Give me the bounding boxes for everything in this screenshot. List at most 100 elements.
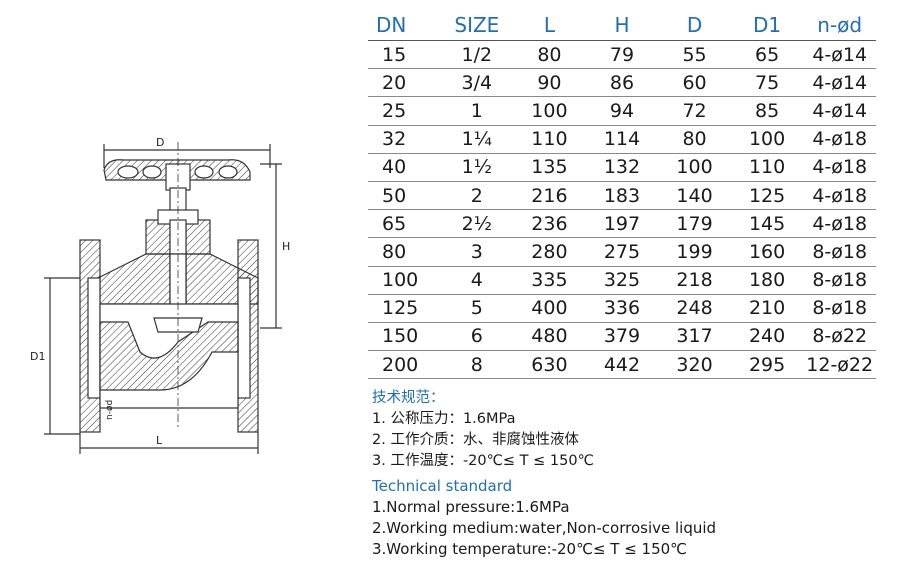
table-cell: 400	[513, 294, 586, 323]
table-cell: 3/4	[440, 68, 514, 98]
table-cell: 79	[585, 40, 659, 70]
table-cell: 50	[368, 181, 441, 211]
table-cell: 295	[730, 350, 804, 380]
table-cell: 100	[368, 266, 441, 295]
table-cell: 3	[440, 237, 514, 267]
notes-cn-title: 技术规范：	[372, 390, 445, 406]
table-cell: 40	[368, 153, 441, 182]
notes-cn-line: 3. 工作温度：-20℃≤ T ≤ 150℃	[372, 453, 594, 469]
col-header-l: L	[513, 10, 586, 41]
table-cell: 90	[513, 68, 586, 98]
table-cell: 145	[730, 209, 804, 239]
col-header-nd: n-ød	[803, 10, 876, 41]
table-cell: 80	[658, 125, 731, 154]
notes-en-line: 2.Working medium:water,Non-corrosive liq…	[372, 519, 717, 537]
table-cell: 248	[658, 294, 731, 323]
table-cell: 65	[730, 40, 804, 70]
table-cell: 325	[585, 266, 659, 295]
dim-d1-label: D1	[30, 350, 45, 363]
table-cell: 140	[658, 181, 731, 211]
table-cell: 15	[368, 40, 441, 70]
table-cell: 8-ø22	[803, 322, 876, 352]
table-cell: 12-ø22	[803, 350, 876, 380]
table-cell: 75	[730, 68, 804, 98]
notes-en-line: 3.Working temperature:-20℃≤ T ≤ 150℃	[372, 540, 688, 558]
table-cell: 125	[368, 294, 441, 323]
table-cell: 94	[585, 96, 659, 126]
table-cell: 4-ø18	[803, 153, 876, 182]
table-cell: 200	[368, 350, 441, 380]
table-cell: 216	[513, 181, 586, 211]
table-header-row: DN SIZE L H D D1 n-ød	[368, 10, 876, 41]
table-cell: 4-ø14	[803, 96, 876, 126]
table-cell: 180	[730, 266, 804, 295]
table-cell: 132	[585, 153, 659, 182]
table-cell: 86	[585, 68, 659, 98]
table-cell: 65	[368, 209, 441, 239]
table-cell: 100	[658, 153, 731, 182]
table-cell: 336	[585, 294, 659, 323]
table-cell: 236	[513, 209, 586, 239]
col-header-d: D	[658, 10, 731, 41]
col-header-h: H	[585, 10, 659, 41]
table-cell: 8-ø18	[803, 237, 876, 267]
table-cell: 6	[440, 322, 514, 352]
notes-cn-line: 2. 工作介质：水、非腐蚀性液体	[372, 432, 579, 448]
table-cell: 335	[513, 266, 586, 295]
table-cell: 80	[513, 40, 586, 70]
table-cell: 320	[658, 350, 731, 380]
table-cell: 1	[440, 96, 514, 126]
table-cell: 20	[368, 68, 441, 98]
table-cell: 2	[440, 181, 514, 211]
dim-d-label: D	[156, 136, 164, 149]
table-cell: 110	[730, 153, 804, 182]
notes-en-title: Technical standard	[372, 477, 513, 495]
table-cell: 55	[658, 40, 731, 70]
table-cell: 1/2	[440, 40, 514, 70]
table-cell: 379	[585, 322, 659, 352]
table-cell: 197	[585, 209, 659, 239]
table-cell: 442	[585, 350, 659, 380]
table-cell: 8-ø18	[803, 294, 876, 323]
table-cell: 114	[585, 125, 659, 154]
table-cell: 630	[513, 350, 586, 380]
table-cell: 4-ø18	[803, 181, 876, 211]
table-cell: 160	[730, 237, 804, 267]
table-cell: 8	[440, 350, 514, 380]
notes-cn-line: 1. 公称压力：1.6MPa	[372, 411, 516, 427]
table-cell: 179	[658, 209, 731, 239]
technical-notes-english: Technical standard 1.Normal pressure:1.6…	[372, 476, 716, 560]
col-header-d1: D1	[730, 10, 804, 41]
table-cell: 110	[513, 125, 586, 154]
dim-l-label: L	[156, 434, 163, 447]
table-cell: 100	[730, 125, 804, 154]
table-cell: 183	[585, 181, 659, 211]
table-cell: 72	[658, 96, 731, 126]
table-cell: 280	[513, 237, 586, 267]
table-cell: 199	[658, 237, 731, 267]
table-cell: 5	[440, 294, 514, 323]
table-cell: 150	[368, 322, 441, 352]
table-cell: 8-ø18	[803, 266, 876, 295]
table-cell: 80	[368, 237, 441, 267]
table-cell: 125	[730, 181, 804, 211]
table-cell: 4-ø14	[803, 40, 876, 70]
technical-notes-chinese: 技术规范： 1. 公称压力：1.6MPa 2. 工作介质：水、非腐蚀性液体 3.…	[372, 388, 594, 472]
table-cell: 4	[440, 266, 514, 295]
table-cell: 275	[585, 237, 659, 267]
table-cell: 2½	[440, 209, 514, 239]
table-cell: 4-ø18	[803, 125, 876, 154]
table-cell: 100	[513, 96, 586, 126]
dim-h-label: H	[282, 240, 290, 253]
table-cell: 218	[658, 266, 731, 295]
table-cell: 60	[658, 68, 731, 98]
